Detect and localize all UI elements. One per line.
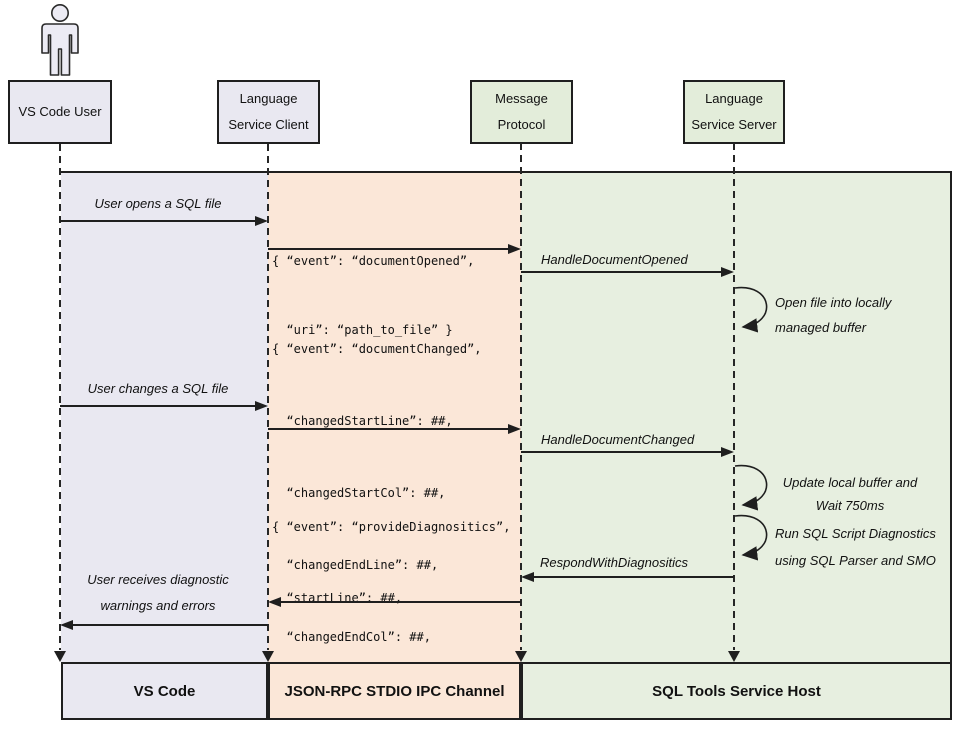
self-loop-run-diagnostics-icon [734,514,768,561]
arrow-user-changes [60,405,255,407]
header-label: Protocol [497,117,546,132]
json-document-opened: { “event”: “documentOpened”, “uri”: “pat… [272,204,474,388]
note-run-diagnostics-line1: Run SQL Script Diagnostics [775,526,936,541]
arrowhead-left-icon [60,620,73,630]
note-update-line1: Update local buffer and [782,475,918,490]
header-label: Language [239,91,298,106]
json-line: “uri”: “path_to_file” } [272,323,453,337]
lifeline-message-protocol [520,143,522,650]
header-label: VS Code User [18,104,102,119]
json-line: “changedEndLine”: ##, [272,558,439,572]
arrowhead-right-icon [508,424,521,434]
arrow-client-to-user [73,624,268,626]
self-loop-open-file-icon [734,286,768,333]
json-line: “endLine”: ##, [272,728,510,732]
json-line: { “event”: “documentOpened”, [272,254,475,268]
arrow-user-opens [60,220,255,222]
json-line: { “event”: “documentChanged”, [272,342,482,356]
note-update-buffer: Update local buffer and Wait 750ms [770,471,930,517]
arrow-client-to-protocol-opened [268,248,508,250]
lifeline-end-arrowhead [54,651,66,662]
lifeline-language-service-server [733,143,735,650]
json-line: “startLine”: ##, [272,590,403,605]
lane-service-host [521,173,951,662]
lifeline-end-arrowhead [262,651,274,662]
lifeline-language-service-client [267,144,269,650]
arrowhead-right-icon [508,244,521,254]
footer-label: JSON-RPC STDIO IPC Channel [284,682,505,700]
header-label: Language [705,91,763,106]
footer-json-rpc-channel: JSON-RPC STDIO IPC Channel [268,662,521,720]
arrow-client-to-protocol-changed [268,428,508,430]
label-user-receives-line2: warnings and errors [100,598,216,613]
header-message-protocol: Message Protocol [470,80,573,144]
self-loop-update-buffer-icon [734,464,768,511]
note-update-line2: Wait 750ms [815,498,885,513]
label-respond-with-diagnostics: RespondWithDiagnositics [540,555,689,570]
note-open-file-line1: Open file into locally [775,295,892,310]
note-run-diagnostics-line2: using SQL Parser and SMO [775,553,936,568]
header-label: Service Client [228,117,309,132]
label-handle-document-opened: HandleDocumentOpened [541,252,688,267]
lifeline-vs-code-user [59,144,61,650]
label-handle-document-changed: HandleDocumentChanged [541,432,695,447]
user-actor-icon [41,4,79,76]
header-language-service-client: Language Service Client [217,80,320,144]
footer-label: VS Code [133,682,196,700]
footer-vs-code: VS Code [61,662,268,720]
json-line: “changedStartCol”: ##, [272,486,446,500]
json-line: { “event”: “provideDiagnositics”, [272,520,511,534]
arrowhead-right-icon [721,267,734,277]
arrow-respond-with-diagnostics [534,576,734,578]
arrowhead-right-icon [255,401,268,411]
footer-sql-tools-service-host: SQL Tools Service Host [521,662,952,720]
label-user-changes-sql-file: User changes a SQL file [87,381,229,396]
arrowhead-left-icon [521,572,534,582]
label-user-opens-sql-file: User opens a SQL file [94,196,222,211]
header-label: Service Server [691,117,777,132]
lane-right-border [950,171,952,662]
lifeline-end-arrowhead [728,651,740,662]
arrow-handle-document-changed [521,451,721,453]
note-open-file-line2: managed buffer [775,320,867,335]
json-line: “changedEndCol”: ##, [272,630,431,644]
footer-label: SQL Tools Service Host [652,682,821,700]
arrowhead-right-icon [721,447,734,457]
label-user-receives-line1: User receives diagnostic [87,572,229,587]
header-language-service-server: Language Service Server [683,80,785,144]
arrow-protocol-to-client [281,601,521,603]
lane-ipc-channel [268,173,521,662]
header-label: Message [495,91,548,106]
arrowhead-left-icon [268,597,281,607]
lane-top-border [60,171,952,173]
header-vs-code-user: VS Code User [8,80,112,144]
lane-vscode [61,173,268,662]
lifeline-end-arrowhead [515,651,527,662]
arrowhead-right-icon [255,216,268,226]
json-line: “changedStartLine”: ##, [272,414,453,428]
arrow-handle-document-opened [521,271,721,273]
